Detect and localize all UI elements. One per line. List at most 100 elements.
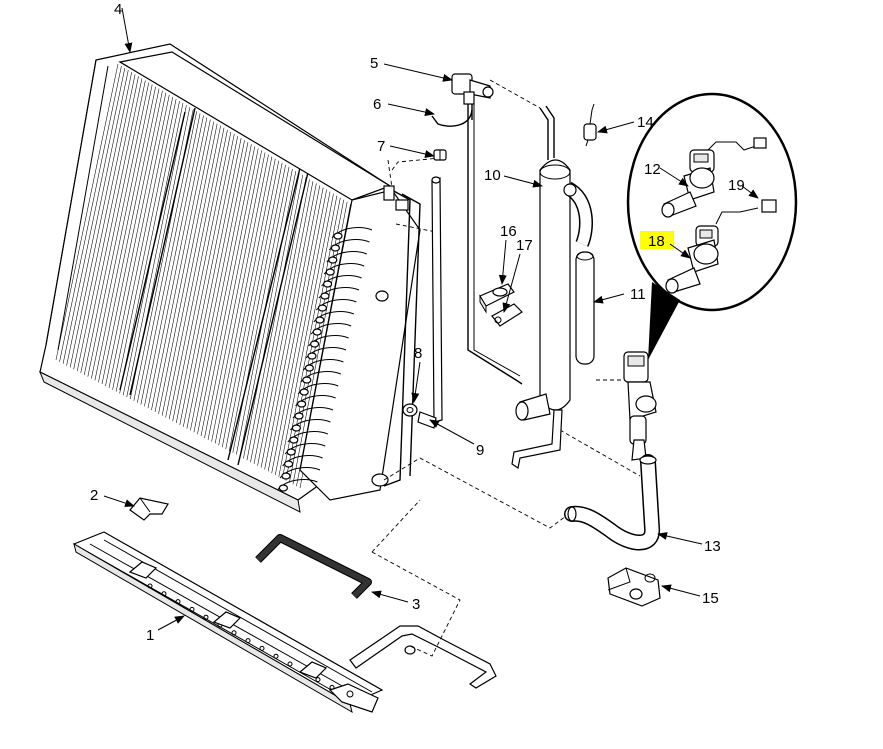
callout-11: 11 [630,286,646,303]
fin-line [179,135,238,425]
callout-7: 7 [377,138,385,155]
capillary-tube [431,104,523,385]
pan-hole [287,661,293,667]
fin-line [207,152,266,440]
fin-line [144,115,204,407]
fin-line [62,68,126,364]
fin-line [98,88,160,383]
fin-line [239,170,297,457]
fin-line [161,125,221,416]
hairpin-end [312,328,322,336]
callout-8: 8 [414,345,422,362]
fin-line [190,142,249,431]
hairpin-end [330,244,340,252]
liquid-line-pipe [349,625,497,689]
pipe-clamp [607,567,661,607]
coil-hairpin-bends [277,227,373,492]
base-pan [72,531,384,714]
solenoid-valve-assembly [623,351,657,461]
fin-line [172,131,232,422]
callout-16: 16 [500,223,517,240]
pan-hole [259,645,265,651]
fin-line [76,76,139,372]
fin-line [253,179,310,464]
fin-line [84,80,146,375]
pan-hole [231,630,237,636]
leader-lines [103,7,759,631]
callout-19: 19 [728,177,745,194]
fin-line [246,175,303,461]
mounting-bracket [129,497,169,521]
pan-hole [189,606,195,612]
pan-hole [273,653,279,659]
hairpin-end [304,364,314,372]
fin-line [101,90,163,385]
cushion-clamp [479,283,523,327]
fin-line [229,164,286,451]
callout-1: 1 [146,627,154,644]
fin-line [91,84,153,379]
hairpin-end [315,316,325,324]
callout-15: 15 [702,590,719,607]
hairpin-end [281,472,291,480]
callout-18: 18 [648,233,665,250]
fin-line [55,63,119,361]
pan-hole [315,677,321,683]
hairpin-end [284,460,294,468]
hose-segment [575,251,595,365]
fin-line [165,127,225,418]
hairpin-end [291,424,301,432]
hairpin-end [317,304,327,312]
fin-line [126,105,187,398]
fin-line [267,187,324,472]
callout-12: 12 [644,161,661,178]
pan-hole [245,638,251,644]
callout-2: 2 [90,487,98,504]
hairpin-end [325,268,335,276]
pan-hole [203,614,209,620]
condenser-coil [39,43,421,513]
fin-line [271,189,327,474]
fin-line [108,94,170,388]
fin-line [175,133,235,424]
fin-line [105,92,167,387]
coil-fins [55,63,355,489]
accumulator [511,105,593,469]
callout-10: 10 [484,167,501,184]
fin-line [282,195,338,479]
fin-line [154,121,215,412]
fin-line [264,185,321,470]
fin-line [200,148,259,437]
hairpin-end [320,292,330,300]
fin-line [158,123,218,414]
callout-13: 13 [704,538,721,555]
fin-line [225,162,283,450]
fin-line [137,111,197,403]
fin-line [119,100,180,394]
fin-line [257,181,314,466]
fin-line [260,183,317,468]
fin-line [285,197,341,481]
fin-line [193,144,252,433]
fin-line [94,86,156,381]
fin-line [218,158,276,446]
callout-17: 17 [516,237,533,254]
fin-line [243,173,300,459]
callout-3: 3 [412,596,420,613]
fin-line [151,119,211,411]
hairpin-end [299,388,309,396]
fin-line [87,82,150,377]
fin-line [211,154,269,442]
fin-line [140,113,201,405]
hairpin-end [289,436,299,444]
fin-line [59,66,122,362]
fin-line [73,74,136,370]
hairpin-end [297,400,307,408]
expansion-valve [451,73,494,120]
fin-line [147,117,208,409]
fin-line [214,156,273,444]
hairpin-end [278,484,288,492]
assembly-dashed-lines [371,79,641,657]
